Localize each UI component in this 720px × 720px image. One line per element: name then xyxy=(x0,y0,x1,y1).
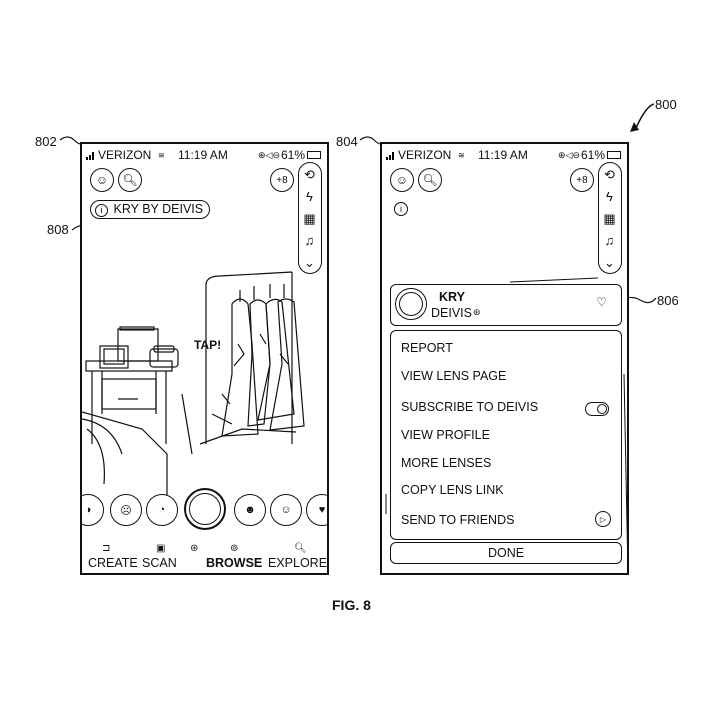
shutter-button[interactable] xyxy=(184,488,226,530)
lens-thumb[interactable]: ♥ xyxy=(306,494,327,526)
background-scene-illustration xyxy=(385,277,627,550)
ref-808: 808 xyxy=(47,222,69,237)
wifi-icon: ≋ xyxy=(158,150,165,160)
menu-item-view-lens-page[interactable]: VIEW LENS PAGE xyxy=(401,369,507,383)
toggle-knob xyxy=(597,404,607,414)
done-button[interactable]: DONE xyxy=(390,542,622,564)
search-icon: 🔍︎ xyxy=(422,173,438,187)
status-bar: VERIZON ≋ 11:19 AM ⊕◁⊖ 61% xyxy=(382,147,627,163)
music-icon[interactable]: ♫ xyxy=(304,233,315,248)
music-icon[interactable]: ♫ xyxy=(604,233,615,248)
lens-info-label: KRY BY DEIVIS xyxy=(113,202,204,216)
scan-icon: ▣ xyxy=(156,543,166,554)
favorite-heart-icon[interactable]: ♡ xyxy=(596,295,607,309)
status-icons: ⊕◁⊖ xyxy=(258,149,281,160)
menu-item-more-lenses[interactable]: MORE LENSES xyxy=(401,456,492,470)
menu-item-view-profile[interactable]: VIEW PROFILE xyxy=(401,428,490,442)
nav-scan[interactable]: SCAN xyxy=(142,556,177,570)
clock: 11:19 AM xyxy=(478,148,528,162)
lens-avatar-icon xyxy=(399,292,423,316)
camera-tool-rail: ⟲ ϟ ▦ ♫ ⌄ xyxy=(298,162,322,274)
flash-icon[interactable]: ϟ xyxy=(606,189,613,204)
chevron-down-icon[interactable]: ⌄ xyxy=(604,255,615,270)
battery-icon xyxy=(307,151,321,159)
ref-806: 806 xyxy=(657,293,679,308)
chevron-down-icon[interactable]: ⌄ xyxy=(304,255,315,270)
verified-icon: ⊛ xyxy=(473,307,481,317)
lens-creator[interactable]: DEIVIS xyxy=(431,306,472,320)
right-phone-screen: VERIZON ≋ 11:19 AM ⊕◁⊖ 61% ☺ 🔍︎ +8 ⟲ ϟ ▦… xyxy=(380,142,629,575)
video-icon[interactable]: ▦ xyxy=(603,211,616,226)
menu-item-copy-lens-link[interactable]: COPY LENS LINK xyxy=(401,483,504,497)
lens-thumb[interactable]: ☺ xyxy=(270,494,302,526)
explore-icon: 🔍︎ xyxy=(294,543,307,554)
add-friend-label: +8 xyxy=(576,174,588,186)
lens-info-card[interactable]: KRY DEIVIS ⊛ ♡ xyxy=(390,284,622,326)
search-icon: 🔍︎ xyxy=(122,173,138,187)
wifi-icon: ≋ xyxy=(458,150,465,160)
add-friend-label: +8 xyxy=(276,174,288,186)
camera-icon: ⊛ xyxy=(190,543,199,554)
signal-icon xyxy=(86,152,94,160)
search-button[interactable]: 🔍︎ xyxy=(418,168,442,192)
nav-create[interactable]: CREATE xyxy=(88,556,138,570)
lens-avatar xyxy=(395,288,427,320)
camera-tool-rail: ⟲ ϟ ▦ ♫ ⌄ xyxy=(598,162,622,274)
subscribe-toggle[interactable] xyxy=(585,402,609,416)
signal-icon xyxy=(386,152,394,160)
info-icon: i xyxy=(95,204,108,217)
clock: 11:19 AM xyxy=(178,148,228,162)
tap-annotation: TAP! xyxy=(194,338,222,352)
battery-icon xyxy=(607,151,621,159)
ref-804: 804 xyxy=(336,134,358,149)
lens-action-menu: REPORT VIEW LENS PAGE SUBSCRIBE TO DEIVI… xyxy=(390,330,622,540)
lens-title: KRY xyxy=(439,290,465,304)
flash-icon[interactable]: ϟ xyxy=(306,189,313,204)
status-bar: VERIZON ≋ 11:19 AM ⊕◁⊖ 61% xyxy=(82,147,327,163)
left-phone-screen: VERIZON ≋ 11:19 AM ⊕◁⊖ 61% ☺ 🔍︎ +8 ⟲ ϟ ▦… xyxy=(80,142,329,575)
browse-icon: ⊚ xyxy=(230,543,239,554)
flip-camera-icon[interactable]: ⟲ xyxy=(604,167,615,182)
nav-browse[interactable]: BROWSE xyxy=(206,556,263,570)
profile-avatar-button[interactable]: ☺ xyxy=(390,168,414,192)
ref-802: 802 xyxy=(35,134,57,149)
bedroom-scene-illustration xyxy=(82,271,305,504)
add-friend-button[interactable]: +8 xyxy=(570,168,594,192)
lens-thumb[interactable]: ◔ xyxy=(146,494,178,526)
lens-thumb[interactable]: ☹ xyxy=(110,494,142,526)
flip-camera-icon[interactable]: ⟲ xyxy=(304,167,315,182)
add-friend-button[interactable]: +8 xyxy=(270,168,294,192)
info-icon[interactable]: i xyxy=(394,202,408,216)
bottom-nav: ⊐ CREATE ▣ SCAN ⊛ ⊚ BROWSE 🔍︎ EXPLORE xyxy=(82,543,328,573)
send-icon[interactable]: ▷ xyxy=(595,511,611,527)
menu-item-send-to-friends[interactable]: SEND TO FRIENDS xyxy=(401,513,515,527)
carrier-label: VERIZON xyxy=(98,148,152,162)
figure-caption: FIG. 8 xyxy=(332,597,371,613)
nav-explore[interactable]: EXPLORE xyxy=(268,556,328,570)
ref-800-arrow xyxy=(630,103,655,132)
menu-item-subscribe[interactable]: SUBSCRIBE TO DEIVIS xyxy=(401,400,539,414)
create-icon: ⊐ xyxy=(102,543,111,554)
selected-lens-icon xyxy=(189,493,221,525)
profile-avatar-button[interactable]: ☺ xyxy=(90,168,114,192)
carrier-label: VERIZON xyxy=(398,148,452,162)
status-icons: ⊕◁⊖ xyxy=(558,149,581,160)
ref-800: 800 xyxy=(655,97,677,112)
menu-item-report[interactable]: REPORT xyxy=(401,341,453,355)
battery-percent: 61% xyxy=(280,148,305,162)
lens-info-pill[interactable]: i KRY BY DEIVIS xyxy=(90,200,211,219)
video-icon[interactable]: ▦ xyxy=(303,211,316,226)
done-label: DONE xyxy=(487,546,525,560)
battery-percent: 61% xyxy=(580,148,605,162)
search-button[interactable]: 🔍︎ xyxy=(118,168,142,192)
lens-thumb[interactable]: ◑ xyxy=(82,494,104,526)
lens-carousel: ◑ ☹ ◔ ☻ ☺ ♥ xyxy=(82,488,327,530)
lens-thumb[interactable]: ☻ xyxy=(234,494,266,526)
